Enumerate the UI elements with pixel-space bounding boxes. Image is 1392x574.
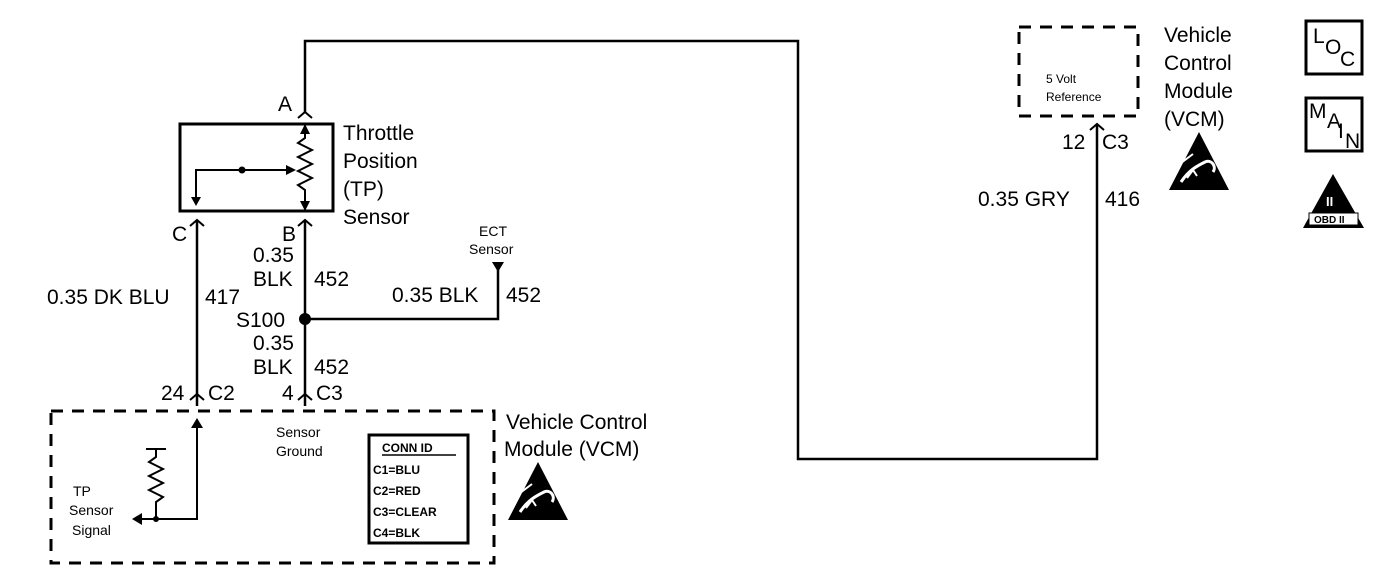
wire-blk-lower-circuit: 452: [314, 356, 349, 379]
conn-id-row: C3=CLEAR: [373, 505, 437, 519]
tp-signal-path: [140, 420, 198, 520]
wire-blk-upper-color: BLK: [253, 268, 293, 291]
pullup-junction-dot: [153, 516, 159, 522]
vcm-upper: 5 Volt Reference Vehicle Control Module …: [1017, 24, 1233, 190]
pin-c-label: C: [172, 223, 187, 246]
tp-label-line2: Position: [343, 150, 418, 173]
five-volt-ref-line2: Reference: [1046, 90, 1102, 104]
splice-label: S100: [236, 309, 285, 332]
right-pin-number: 12: [1062, 131, 1085, 154]
vcm-lower-title-line1: Vehicle Control: [506, 411, 647, 434]
wire-blk-lower-color: BLK: [253, 356, 293, 379]
obd-roman-numeral: II: [1326, 194, 1333, 209]
five-volt-ref-line1: 5 Volt: [1046, 72, 1077, 86]
conn-id-table: CONN ID C1=BLU C2=RED C3=CLEAR C4=BLK: [367, 433, 470, 545]
tp-wiper: [195, 169, 292, 200]
pin-a-label: A: [278, 93, 292, 116]
conn-id-box: [367, 433, 470, 545]
wire-blk-upper-circuit: 452: [314, 268, 349, 291]
loc-letter-o: O: [1325, 36, 1341, 59]
loc-letter-l: L: [1313, 25, 1325, 48]
tp-signal-label-line3: Signal: [72, 522, 111, 538]
resistor-down-arrow-icon: [300, 201, 310, 211]
vcm-lower: TP Sensor Signal Sensor Ground CONN ID C…: [49, 409, 647, 565]
esd-sensitive-icon: [508, 462, 568, 520]
vcm-upper-title-line4: (VCM): [1164, 108, 1225, 131]
wire-dk-blu-circuit: 417: [205, 286, 240, 309]
tp-label-line1: Throttle: [343, 122, 414, 145]
conn-id-row: C2=RED: [373, 484, 421, 498]
sensor-ground-line1: Sensor: [276, 424, 321, 440]
right-connector-name: C3: [1102, 131, 1129, 154]
loc-icon: L O C: [1304, 19, 1364, 76]
ect-arrow-icon: [492, 262, 504, 272]
tp-signal-up-arrow-icon: [191, 418, 203, 428]
conn-id-row: C4=BLK: [373, 526, 420, 540]
wire-ect-circuit: 452: [506, 284, 541, 307]
wire-452-ect: [305, 268, 500, 321]
wiper-arrow-icon: [286, 165, 296, 175]
tp-signal-label-line1: TP: [73, 483, 91, 499]
wires: [195, 39, 1099, 461]
tp-signal-label-line2: Sensor: [69, 502, 114, 518]
wire-gry-circuit: 416: [1105, 188, 1140, 211]
vcm-upper-title-line3: Module: [1164, 80, 1233, 103]
sensor-ground-line2: Ground: [276, 443, 323, 459]
c3-connector-name: C3: [316, 382, 343, 405]
wire-gry-size: 0.35 GRY: [978, 188, 1070, 211]
tp-sensor: Throttle Position (TP) Sensor A B C: [172, 93, 418, 246]
wire-blk-lower-size: 0.35: [253, 332, 294, 355]
wire-dk-blu-size: 0.35 DK BLU: [47, 286, 170, 309]
splice-s100-dot: [299, 313, 311, 325]
pin-a-chevron: [297, 110, 313, 119]
tp-sensor-box: [178, 122, 335, 213]
pin-b-label: B: [282, 223, 296, 246]
vcm-upper-title-line2: Control: [1164, 52, 1232, 75]
main-icon: M A I N: [1304, 96, 1364, 153]
vcm-lower-outline: [49, 409, 496, 565]
vcm-lower-title-line2: Module (VCM): [504, 438, 639, 461]
loc-letter-c: C: [1340, 48, 1355, 71]
main-letter-a: A: [1327, 110, 1341, 133]
ect-label-line2: Sensor: [469, 241, 514, 257]
c2-connector-name: C2: [208, 382, 235, 405]
resistor-up-arrow-icon: [300, 124, 310, 134]
wiper-junction-dot: [238, 166, 246, 174]
tp-label-line4: Sensor: [343, 206, 410, 229]
main-letter-m: M: [1309, 100, 1327, 123]
conn-id-header: CONN ID: [382, 441, 433, 455]
tp-resistor-icon: [295, 124, 315, 211]
obd-ii-icon: II OBD II: [1303, 174, 1364, 228]
vcm-upper-title-line1: Vehicle: [1164, 24, 1232, 47]
wire-416: [303, 39, 1099, 461]
wire-ect-size: 0.35 BLK: [392, 284, 478, 307]
obd-label: OBD II: [1314, 215, 1345, 226]
main-letter-i: I: [1338, 120, 1344, 143]
ect-label-line1: ECT: [479, 223, 507, 239]
esd-sensitive-icon: [1169, 132, 1229, 190]
c3-pin-number: 4: [282, 382, 294, 405]
c2-pin-number: 24: [161, 382, 185, 405]
wire-blk-upper-size: 0.35: [253, 244, 294, 267]
pullup-resistor-icon: [146, 449, 166, 519]
wiper-down-arrow-icon: [191, 197, 201, 206]
main-letter-n: N: [1345, 130, 1360, 153]
tp-signal-left-arrow-icon: [132, 513, 142, 525]
conn-id-row: C1=BLU: [373, 463, 420, 477]
tp-label-line3: (TP): [343, 178, 384, 201]
